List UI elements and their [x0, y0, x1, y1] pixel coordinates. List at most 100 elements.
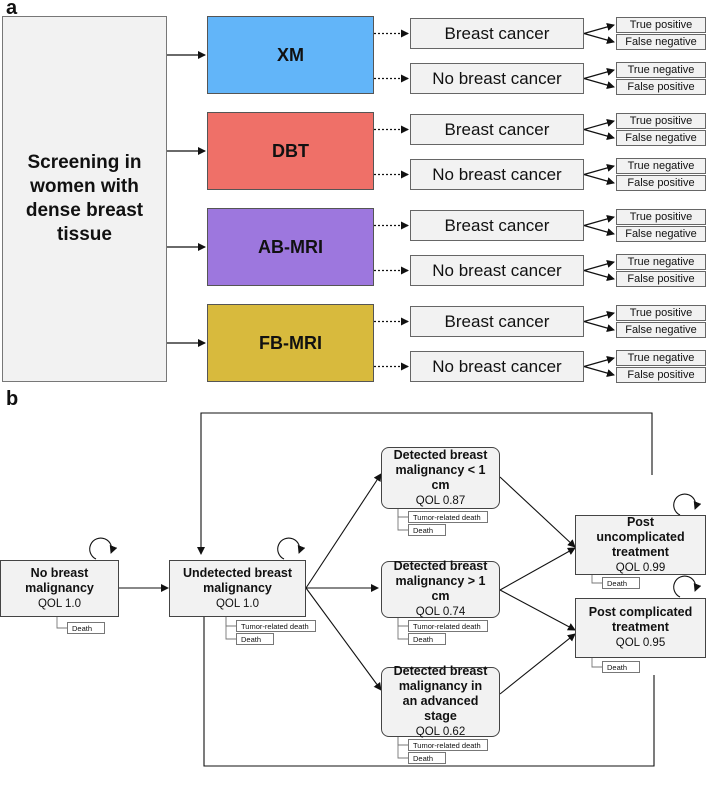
- exit-connector: [591, 656, 602, 668]
- outcome-box: True negative: [616, 158, 706, 174]
- outcome-box: False negative: [616, 226, 706, 242]
- outcome-box: True negative: [616, 350, 706, 366]
- modality-label: AB-MRI: [258, 236, 323, 257]
- state-post-complicated: Post complicated treatment QOL 0.95: [575, 598, 706, 658]
- modality-label: FB-MRI: [259, 332, 322, 353]
- state-qol: QOL 0.74: [415, 606, 466, 618]
- modality-box: XM: [207, 16, 374, 94]
- arrow-undetected-to-advanced: [305, 587, 382, 691]
- exit-connector: [397, 734, 408, 759]
- self-loop-no-malignancy: [89, 537, 118, 560]
- arrow-advanced-to-complicated: [499, 633, 576, 695]
- exit-death: Death: [602, 577, 640, 589]
- exit-death: Death: [408, 633, 446, 645]
- modality-box: AB-MRI: [207, 208, 374, 286]
- outcome-box: True positive: [616, 209, 706, 225]
- outcome-arrow: [583, 77, 615, 89]
- outcome-arrow: [583, 269, 615, 281]
- feedback-top-line: [197, 412, 653, 555]
- state-title: No breast malignancy: [25, 565, 94, 595]
- result-no-breast-cancer: No breast cancer: [410, 63, 584, 94]
- result-breast-cancer: Breast cancer: [410, 210, 584, 241]
- state-qol: QOL 0.62: [415, 726, 466, 738]
- modality-box: FB-MRI: [207, 304, 374, 382]
- exit-death: Death: [67, 622, 105, 634]
- state-title: Detected breast malignancy > 1 cm: [393, 559, 488, 603]
- outcome-arrow: [583, 119, 615, 131]
- outcome-box: False negative: [616, 34, 706, 50]
- outcome-box: False positive: [616, 271, 706, 287]
- result-no-breast-cancer: No breast cancer: [410, 159, 584, 190]
- result-breast-cancer: Breast cancer: [410, 114, 584, 145]
- state-undetected: Undetected breast malignancy QOL 1.0: [169, 560, 306, 617]
- exit-connector: [56, 617, 67, 629]
- state-title: Undetected breast malignancy: [182, 565, 293, 595]
- outcome-box: False negative: [616, 130, 706, 146]
- panel-a-label: a: [6, 0, 18, 19]
- state-title: Detected breast malignancy < 1 cm: [393, 447, 488, 492]
- outcome-box: False positive: [616, 367, 706, 383]
- outcome-arrow: [583, 260, 615, 272]
- state-post-uncomplicated: Post uncomplicated treatment QOL 0.99: [575, 515, 706, 575]
- modality-box: DBT: [207, 112, 374, 190]
- exit-connector: [591, 572, 602, 584]
- exit-tumor-related-death: Tumor-related death: [236, 620, 316, 632]
- outcome-arrow: [583, 320, 615, 332]
- outcome-box: True negative: [616, 62, 706, 78]
- exit-connector: [225, 615, 236, 640]
- state-qol: QOL 0.87: [415, 494, 466, 507]
- exit-connector: [397, 506, 408, 531]
- outcome-arrow: [583, 128, 615, 140]
- modality-label: XM: [277, 44, 304, 65]
- state-qol: QOL 0.95: [615, 637, 666, 649]
- outcome-arrow: [583, 32, 615, 44]
- outcome-box: True positive: [616, 305, 706, 321]
- exit-tumor-related-death: Tumor-related death: [408, 511, 488, 523]
- exit-death: Death: [408, 524, 446, 536]
- outcome-box: True positive: [616, 17, 706, 33]
- outcome-arrow: [583, 68, 615, 80]
- outcome-box: False positive: [616, 175, 706, 191]
- outcome-arrow: [583, 356, 615, 368]
- result-breast-cancer: Breast cancer: [410, 18, 584, 49]
- state-detected-small: Detected breast malignancy < 1 cm QOL 0.…: [381, 447, 500, 509]
- state-title: Detected breast malignancy in an advance…: [393, 664, 488, 723]
- state-detected-large: Detected breast malignancy > 1 cm QOL 0.…: [381, 559, 500, 618]
- state-detected-advanced: Detected breast malignancy in an advance…: [381, 664, 500, 738]
- outcome-arrow: [583, 23, 615, 35]
- arrow-large-to-complicated: [499, 589, 576, 631]
- outcome-arrow: [583, 215, 615, 227]
- self-loop-complicated: [673, 575, 702, 598]
- exit-tumor-related-death: Tumor-related death: [408, 620, 488, 632]
- modality-label: DBT: [272, 140, 309, 161]
- exit-death: Death: [602, 661, 640, 673]
- outcome-box: False positive: [616, 79, 706, 95]
- self-loop-uncomplicated: [673, 493, 702, 516]
- state-title: Post complicated treatment: [588, 605, 693, 634]
- outcome-arrow: [583, 365, 615, 377]
- state-title: Post uncomplicated treatment: [596, 514, 685, 559]
- self-loop-undetected: [277, 537, 306, 560]
- arrow-undetected-to-small: [305, 473, 382, 589]
- state-qol: QOL 1.0: [215, 597, 260, 610]
- feedback-bottom-line: [200, 602, 655, 767]
- screening-box: Screening in women with dense breast tis…: [2, 16, 167, 382]
- arrow-small-to-uncomplicated: [499, 476, 576, 548]
- result-no-breast-cancer: No breast cancer: [410, 255, 584, 286]
- state-no-malignancy: No breast malignancy QOL 1.0: [0, 560, 119, 617]
- outcome-box: True negative: [616, 254, 706, 270]
- outcome-arrow: [583, 164, 615, 176]
- panel-b-label: b: [6, 388, 19, 410]
- exit-tumor-related-death: Tumor-related death: [408, 739, 488, 751]
- state-qol: QOL 1.0: [37, 597, 82, 610]
- outcome-box: False negative: [616, 322, 706, 338]
- result-breast-cancer: Breast cancer: [410, 306, 584, 337]
- exit-death: Death: [408, 752, 446, 764]
- screening-title: Screening in women with dense breast tis…: [25, 152, 144, 245]
- exit-connector: [397, 615, 408, 640]
- outcome-arrow: [583, 224, 615, 236]
- outcome-box: True positive: [616, 113, 706, 129]
- arrow-large-to-uncomplicated: [499, 547, 576, 591]
- result-no-breast-cancer: No breast cancer: [410, 351, 584, 382]
